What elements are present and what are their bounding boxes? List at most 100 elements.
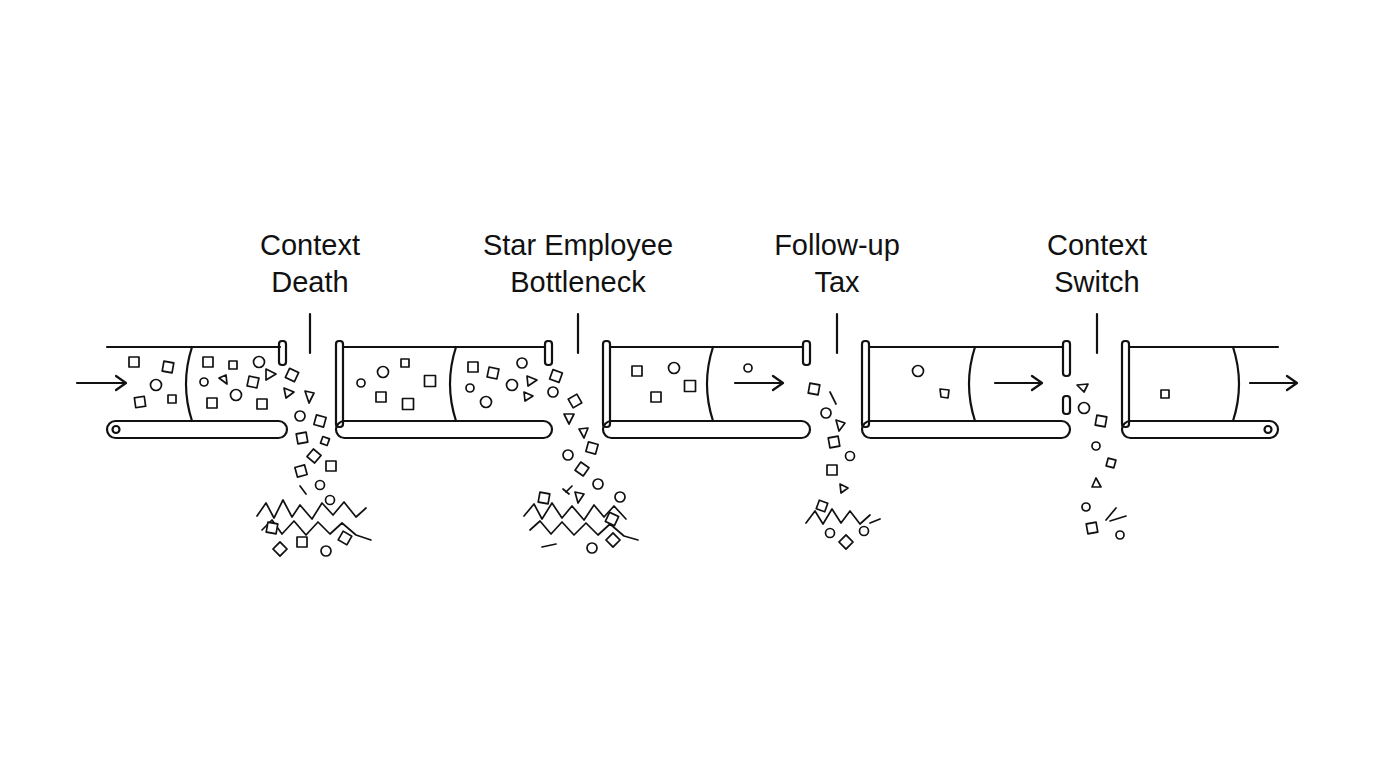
debris-triangle xyxy=(1092,478,1101,487)
debris-square xyxy=(808,383,820,395)
leader-line xyxy=(1096,314,1098,353)
debris-square xyxy=(296,432,308,444)
debris-square xyxy=(273,542,287,556)
debris-circle xyxy=(846,452,855,461)
conveyor-belt xyxy=(862,421,1070,438)
item-circle xyxy=(466,384,474,392)
item-square xyxy=(203,357,213,367)
stage-label: Follow-up Tax xyxy=(762,227,912,301)
debris-square xyxy=(828,436,840,448)
item-square xyxy=(257,399,267,409)
conveyor-top xyxy=(343,346,545,348)
debris-square xyxy=(314,415,326,427)
item-square xyxy=(425,376,436,387)
item-triangle xyxy=(524,392,533,401)
leader-line xyxy=(836,314,838,353)
conveyor-wall xyxy=(545,341,552,365)
item-square xyxy=(651,392,661,402)
conveyor-divider xyxy=(969,347,975,421)
conveyor-wall xyxy=(1063,341,1070,376)
debris-stroke xyxy=(870,519,880,523)
item-square xyxy=(134,396,145,407)
debris-triangle xyxy=(575,492,584,503)
item-square xyxy=(207,398,217,408)
item-square xyxy=(229,361,237,369)
item-square xyxy=(162,361,174,373)
flow-arrow xyxy=(1250,376,1297,390)
debris-square xyxy=(568,394,582,408)
conveyor-top xyxy=(610,346,803,348)
debris-triangle xyxy=(305,391,314,403)
debris-circle xyxy=(326,496,335,505)
debris-circle xyxy=(821,408,831,418)
item-circle xyxy=(517,358,527,368)
debris-pile xyxy=(530,521,638,540)
debris-circle xyxy=(1082,503,1090,511)
debris-square xyxy=(266,522,278,534)
item-circle xyxy=(254,357,265,368)
debris-square xyxy=(575,462,589,476)
flow-arrow xyxy=(735,376,783,390)
item-triangle xyxy=(527,376,537,386)
item-square xyxy=(129,357,139,367)
debris-circle xyxy=(1079,403,1090,414)
debris-square xyxy=(321,437,330,446)
conveyor-roller xyxy=(113,426,120,433)
stage-label: Star Employee Bottleneck xyxy=(463,227,693,301)
leader-line xyxy=(309,314,311,353)
debris-pile xyxy=(262,520,371,540)
debris-triangle xyxy=(564,414,574,424)
conveyor-divider xyxy=(707,347,713,421)
debris-stroke xyxy=(1110,516,1126,521)
debris-circle xyxy=(563,450,573,460)
debris-circle xyxy=(1116,531,1124,539)
debris-square xyxy=(295,465,307,477)
debris-triangle xyxy=(840,484,848,493)
item-circle xyxy=(744,364,752,372)
item-square xyxy=(168,395,176,403)
debris-triangle xyxy=(836,420,845,431)
debris-square xyxy=(550,370,563,383)
debris-square xyxy=(285,368,298,381)
debris-circle xyxy=(316,481,325,490)
flow-arrow xyxy=(995,376,1042,390)
item-square xyxy=(468,362,478,372)
item-circle xyxy=(507,380,518,391)
conveyor-wall xyxy=(279,341,286,365)
conveyor-belt xyxy=(603,421,810,438)
item-circle xyxy=(669,363,680,374)
debris-square xyxy=(297,537,307,547)
debris-circle xyxy=(615,492,625,502)
item-triangle xyxy=(266,369,276,380)
debris-square xyxy=(338,531,352,545)
item-square xyxy=(1161,390,1169,398)
item-circle xyxy=(913,366,924,377)
conveyor-belt xyxy=(336,421,552,438)
conveyor-divider xyxy=(1233,347,1239,421)
item-square xyxy=(247,376,259,388)
debris-stroke xyxy=(830,392,836,404)
debris-circle xyxy=(548,387,558,397)
debris-circle xyxy=(295,411,305,421)
conveyor-divider xyxy=(186,347,192,421)
flow-arrow xyxy=(77,376,126,390)
conveyor-top xyxy=(107,346,280,348)
debris-square xyxy=(606,533,620,547)
conveyor-top xyxy=(869,346,1063,348)
debris-square xyxy=(605,512,618,525)
conveyor-divider xyxy=(450,347,456,421)
conveyor-top xyxy=(1129,346,1278,348)
item-circle xyxy=(378,367,389,378)
debris-circle xyxy=(321,546,331,556)
debris-square xyxy=(586,442,598,454)
item-square xyxy=(376,392,386,402)
debris-stroke xyxy=(566,486,572,492)
debris-triangle xyxy=(579,428,588,438)
conveyor-roller xyxy=(1265,426,1272,433)
conveyor-wall xyxy=(862,341,869,427)
leader-line xyxy=(577,314,579,353)
conveyor-wall xyxy=(603,341,610,427)
conveyor-wall xyxy=(1063,396,1070,414)
debris-square xyxy=(1106,458,1116,468)
